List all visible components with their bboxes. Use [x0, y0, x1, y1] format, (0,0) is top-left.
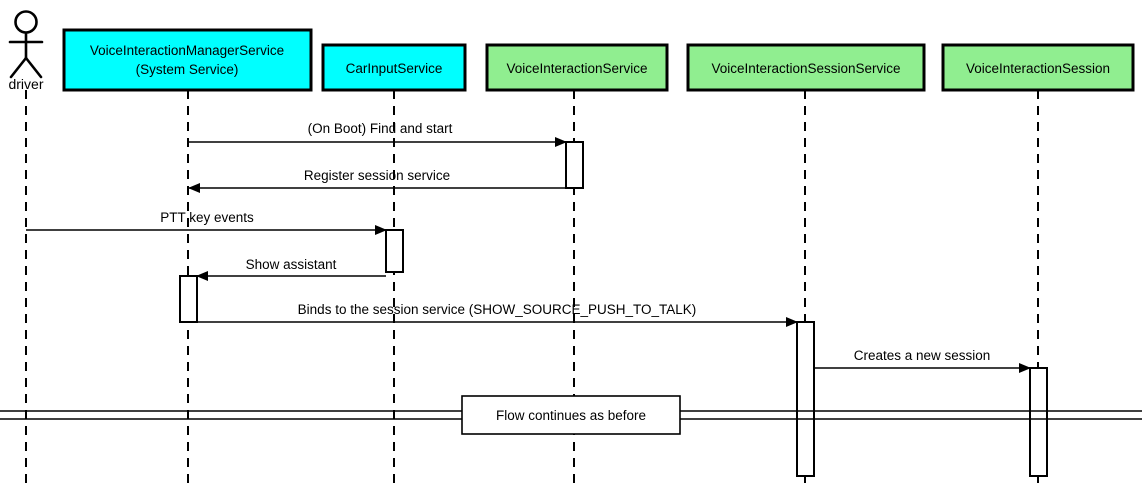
- participant-voice-interaction-session-label: VoiceInteractionSession: [966, 61, 1110, 76]
- activation-bars-group: [179, 141, 1048, 477]
- participant-vims-box: [62, 28, 313, 92]
- participant-vims-label-line1: VoiceInteractionManagerService: [90, 43, 284, 58]
- participant-voice-interaction-session-box: [941, 43, 1135, 92]
- actor-driver[interactable]: driver: [8, 10, 44, 93]
- message-on-boot-find-and-start[interactable]: (On Boot) Find and start: [188, 121, 567, 147]
- message-creates-a-new-session-label: Creates a new session: [854, 348, 991, 363]
- participant-voice-interaction-session-service-box: [686, 43, 926, 92]
- message-register-session-service[interactable]: Register session service: [188, 168, 566, 193]
- activation-voice-interaction-session-service: [796, 321, 815, 477]
- stick-figure-actor-icon: [8, 10, 44, 79]
- message-on-boot-find-and-start-label: (On Boot) Find and start: [308, 121, 453, 136]
- participant-voice-interaction-service-box: [485, 43, 669, 92]
- activation-voice-interaction-service: [565, 141, 584, 189]
- participant-car-input-service-box: [321, 43, 467, 92]
- activation-vims: [179, 275, 198, 323]
- actor-driver-label: driver: [8, 76, 43, 92]
- participant-car-input-service[interactable]: CarInputService: [321, 43, 467, 92]
- participant-voice-interaction-session-service-label: VoiceInteractionSessionService: [711, 61, 900, 76]
- participant-voice-interaction-service-label: VoiceInteractionService: [506, 61, 647, 76]
- participant-vims[interactable]: VoiceInteractionManagerService (System S…: [62, 28, 313, 92]
- activation-car-input-service: [385, 229, 404, 273]
- participant-car-input-service-label: CarInputService: [346, 61, 443, 76]
- participant-vims-label-line2: (System Service): [136, 62, 239, 77]
- message-show-assistant-label: Show assistant: [246, 257, 337, 272]
- participant-voice-interaction-session-service[interactable]: VoiceInteractionSessionService: [686, 43, 926, 92]
- message-register-session-service-label: Register session service: [304, 168, 450, 183]
- participant-voice-interaction-service[interactable]: VoiceInteractionService: [485, 43, 669, 92]
- message-creates-a-new-session[interactable]: Creates a new session: [813, 348, 1031, 373]
- divider-label-box: [461, 395, 681, 435]
- participant-voice-interaction-session[interactable]: VoiceInteractionSession: [941, 43, 1135, 92]
- flow-continues-divider: Flow continues as before: [0, 395, 1142, 435]
- message-binds-to-session-service-label: Binds to the session service (SHOW_SOURC…: [298, 302, 697, 317]
- activation-voice-interaction-session: [1029, 367, 1048, 477]
- message-binds-to-session-service[interactable]: Binds to the session service (SHOW_SOURC…: [180, 302, 798, 327]
- message-show-assistant[interactable]: Show assistant: [196, 257, 386, 281]
- divider-label-text: Flow continues as before: [496, 408, 646, 423]
- message-ptt-key-events[interactable]: PTT key events: [26, 210, 387, 235]
- message-ptt-key-events-label: PTT key events: [160, 210, 254, 225]
